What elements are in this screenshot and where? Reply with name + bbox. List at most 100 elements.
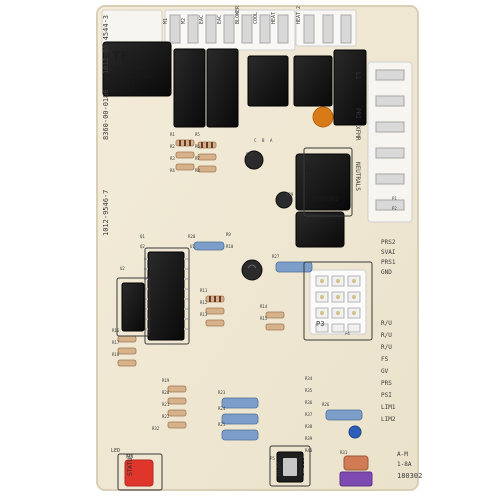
pin-label-6: P5 — [270, 456, 275, 461]
white-connector — [309, 269, 367, 335]
top-label-4: BLOWER — [235, 5, 241, 24]
pin-label-16: R6 — [195, 144, 200, 149]
pin-label-30: R20 — [162, 390, 170, 395]
pin-label-46: R36 — [305, 400, 313, 405]
pin-label-33: R23 — [218, 390, 226, 395]
pin-label-2: A — [270, 138, 273, 143]
pin-label-10: U2 — [120, 266, 125, 271]
pin-label-8: Q2 — [140, 244, 145, 249]
pin-label-39: R29 — [286, 192, 294, 197]
signal-7: FS — [381, 356, 389, 363]
pin-label-26: R16 — [112, 328, 120, 333]
serial-line-0: A-M — [397, 451, 408, 458]
transformer-text: AXS00002 — [303, 195, 339, 203]
pin-label-13: R3 — [170, 156, 175, 161]
pin-label-35: R25 — [218, 422, 226, 427]
pin-label-0: C — [254, 138, 257, 143]
pin-label-7: Q1 — [140, 234, 145, 239]
pin-label-40: R30 — [246, 152, 254, 157]
pin-label-22: R12 — [200, 300, 208, 305]
bottom-label-status: STATUS — [127, 453, 134, 476]
top-label-1: M2 — [181, 18, 187, 24]
signal-4: R/U — [381, 320, 392, 327]
pin-label-18: R8 — [195, 168, 200, 173]
pin-label-29: R19 — [162, 378, 170, 383]
microcontroller-ic — [144, 251, 188, 341]
transformer-brand: SL — [305, 166, 313, 174]
pin-label-49: R39 — [305, 436, 313, 441]
pin-label-20: R10 — [226, 244, 234, 249]
signal-2: PRS1 — [381, 259, 396, 266]
pin-label-24: R14 — [260, 304, 268, 309]
right-group-0: L1 — [354, 72, 361, 80]
pin-label-31: R21 — [162, 402, 170, 407]
pin-label-47: R37 — [305, 412, 313, 417]
signal-9: PRS — [381, 380, 392, 387]
pin-label-42: R32 — [152, 426, 160, 431]
pin-label-48: R38 — [305, 424, 313, 429]
pin-label-11: R1 — [170, 132, 175, 137]
orange-capacitor — [312, 106, 334, 128]
side-code-2: 8360-00-0186 — [102, 89, 110, 140]
relay-line-1: T9AS1D12-12 — [111, 66, 146, 72]
pin-label-38: R28 — [188, 234, 196, 239]
small-ic — [121, 282, 145, 332]
led-label: LED — [111, 448, 120, 454]
relay-line-2: 0.5-28A 240VAC — [112, 74, 153, 80]
signal-8: GV — [381, 368, 389, 375]
pin-label-41: R31 — [340, 450, 348, 455]
pin-label-15: R5 — [195, 132, 200, 137]
top-label-0: M1 — [163, 18, 169, 24]
pin-label-5: P4 — [345, 331, 350, 336]
pin-label-14: R4 — [170, 168, 175, 173]
signal-3: GND — [381, 269, 392, 276]
silkscreen-outlines — [116, 147, 373, 491]
pin-label-27: R17 — [112, 340, 120, 345]
blue-capacitor — [348, 425, 362, 439]
pin-label-3: P1 — [392, 196, 397, 201]
top-terminal-tabs — [169, 14, 352, 44]
signal-0: PRS2 — [381, 239, 396, 246]
resistors — [117, 139, 363, 441]
pin-label-23: R13 — [200, 312, 208, 317]
top-label-3: EAC — [217, 15, 223, 24]
top-label-2: EAC — [199, 15, 205, 24]
signal-6: R/U — [381, 344, 392, 351]
signal-10: PSI — [381, 392, 392, 399]
bottom-label-speed: SPEED — [299, 456, 306, 476]
signal-1: SVAI — [381, 249, 396, 256]
relay-main: TE T9AS1D12-12 0.5-28A 240VAC 1913 4 C — [102, 41, 172, 97]
pin-label-50: R40 — [305, 448, 313, 453]
signal-5: R/U — [381, 332, 392, 339]
power-block — [295, 211, 345, 248]
electrolytic-capacitors — [241, 150, 293, 281]
side-code-3: 1012-9546-7 — [102, 190, 110, 236]
signal-11: LIM1 — [381, 404, 396, 411]
pin-label-32: R22 — [162, 414, 170, 419]
pin-label-36: R26 — [322, 402, 330, 407]
pin-label-45: R35 — [305, 388, 313, 393]
serial-line-1: 1-8A — [397, 461, 412, 468]
transformer: SL AXS00002 — [295, 153, 351, 211]
top-terminal-strip — [101, 9, 357, 51]
side-code-1: 1012-83-4544-3 — [102, 15, 110, 74]
serial-line-2: 180302 — [397, 472, 422, 480]
pin-label-44: R34 — [305, 376, 313, 381]
pin-label-25: R15 — [260, 316, 268, 321]
bottom-components — [124, 451, 373, 487]
pin-label-21: R11 — [200, 288, 208, 293]
pin-label-28: R18 — [112, 352, 120, 357]
relay-bank — [173, 48, 367, 128]
right-terminal-strip — [367, 61, 413, 223]
pin-label-19: R9 — [226, 232, 231, 237]
pin-label-37: R27 — [272, 254, 280, 259]
silkscreen: 1012-83-4544-3 8360-00-0186 1012-9546-7 … — [102, 5, 422, 480]
pin-label-34: R24 — [218, 406, 226, 411]
relay-line-3: 1913 4 C — [112, 82, 135, 88]
pin-label-1: B — [262, 138, 265, 143]
relay-brand: TE — [112, 49, 128, 63]
pin-label-17: R7 — [195, 156, 200, 161]
pin-label-9: U1 — [190, 244, 195, 249]
